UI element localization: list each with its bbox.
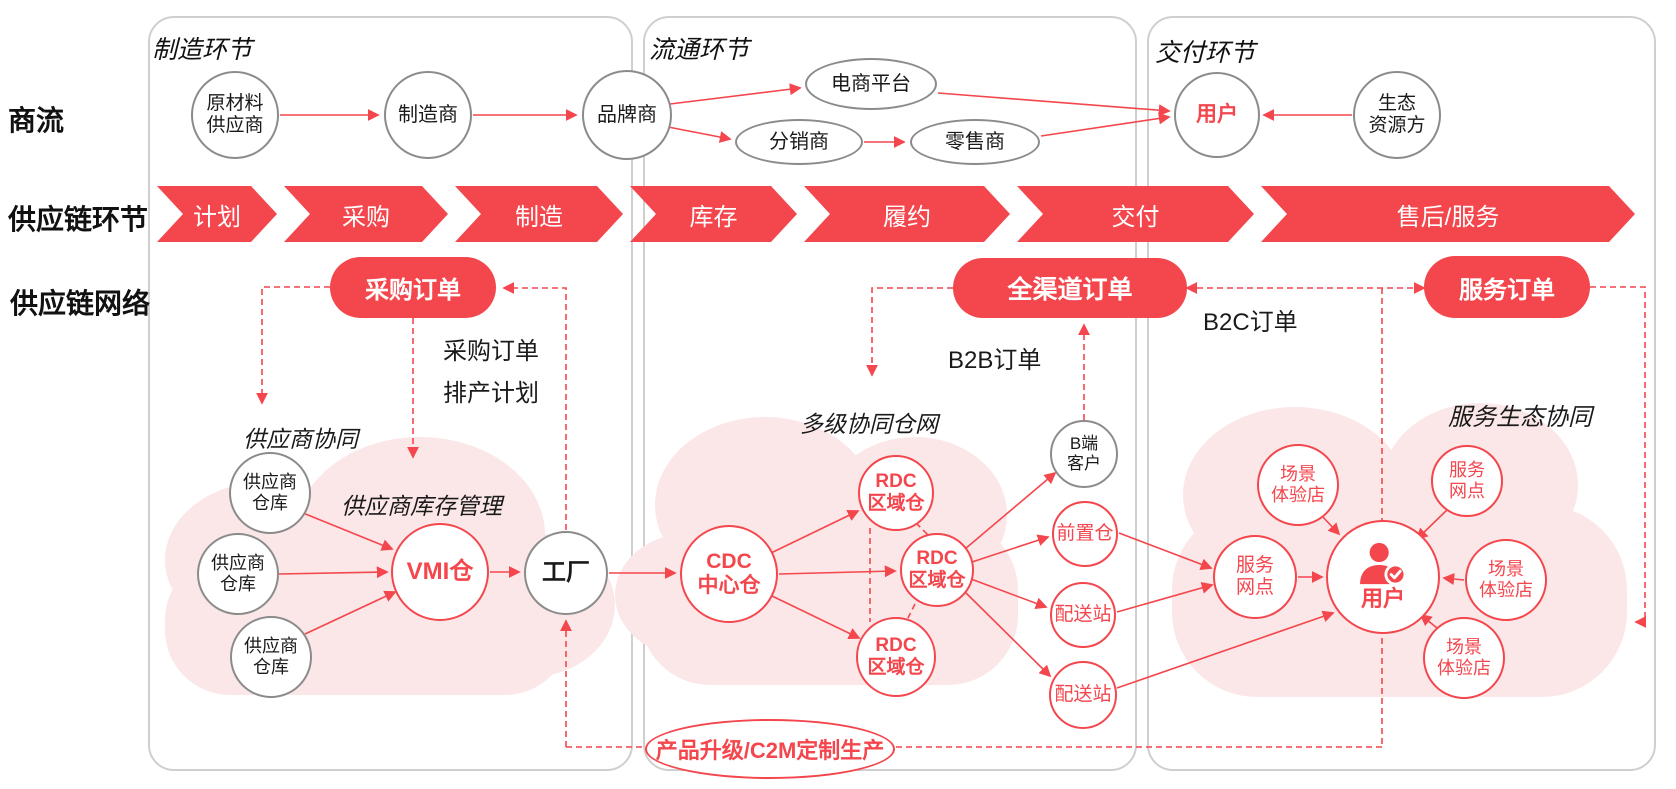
node-service-site-2: 服务 网点 [1213,535,1297,619]
pill-omni-channel-order: 全渠道订单 [953,258,1187,318]
pill-service-order: 服务订单 [1424,256,1590,318]
node-ecommerce-platform: 电商平台 [805,58,937,110]
node-user-network: 用户 [1326,520,1440,634]
annotation-b2b-order: B2B订单 [948,347,1042,374]
node-delivery-station-2: 配送站 [1049,661,1117,729]
node-eco-resource: 生态 资源方 [1353,71,1441,159]
node-retailer: 零售商 [910,119,1040,165]
stage-inventory: 库存 [689,203,738,231]
node-raw-material-supplier: 原材料 供应商 [191,71,279,159]
node-vmi-warehouse: VMI仓 [391,523,489,621]
node-factory: 工厂 [524,531,608,615]
stage-fulfillment: 履约 [883,203,931,231]
node-front-warehouse: 前置仓 [1052,501,1118,567]
user-check-icon [1360,543,1407,586]
node-rdc-regional-1: RDC 区域仓 [858,455,934,531]
node-cdc-central-warehouse: CDC 中心仓 [680,525,778,623]
node-rdc-regional-3: RDC 区域仓 [856,617,936,697]
annotation-warehouse-network: 多级协同仓网 [800,411,938,437]
annotation-supplier-collab: 供应商协同 [243,426,358,452]
annotation-supplier-inventory: 供应商库存管理 [341,493,502,519]
process-bar [157,186,1635,242]
panel-manufacturing [148,16,633,771]
stage-aftersales: 售后/服务 [1396,203,1500,231]
node-b-client: B端 客户 [1050,420,1118,488]
node-user-network-label: 用户 [1360,586,1405,612]
panel-delivery [1147,16,1656,771]
annotation-c2m-ellipse: 产品升级/C2M定制生产 [645,719,895,779]
node-supplier-warehouse-3: 供应商 仓库 [230,616,312,698]
node-supplier-warehouse-1: 供应商 仓库 [229,452,311,534]
annotation-service-eco: 服务生态协同 [1448,404,1592,431]
stage-procurement: 采购 [342,203,390,231]
node-experience-store-2: 场景 体验店 [1465,539,1547,621]
node-rdc-regional-2: RDC 区域仓 [900,533,974,607]
annotation-po-plan: 采购订单 排产计划 [443,338,539,407]
node-brand: 品牌商 [582,70,672,160]
stage-manufacture: 制造 [515,203,563,231]
panel-title-manufacturing: 制造环节 [152,36,253,64]
node-user-top: 用户 [1174,72,1260,158]
node-supplier-warehouse-2: 供应商 仓库 [197,533,279,615]
row-label-commerce: 商流 [8,105,65,136]
panel-title-delivery: 交付环节 [1155,39,1256,67]
solid-arrows [278,83,1465,689]
node-manufacturer: 制造商 [384,71,472,159]
pill-purchase-order: 采购订单 [330,257,496,318]
stage-delivery: 交付 [1111,203,1160,231]
node-experience-store-3: 场景 体验店 [1423,617,1505,699]
node-experience-store-1: 场景 体验店 [1257,444,1339,526]
row-label-chain: 供应链环节 [8,204,149,235]
node-distributor: 分销商 [735,119,863,165]
annotation-b2c-order: B2C订单 [1203,309,1298,336]
panel-circulation [643,16,1137,771]
stage-plan: 计划 [193,203,241,231]
node-service-site-1: 服务 网点 [1431,445,1503,517]
panel-title-circulation: 流通环节 [649,36,750,64]
node-delivery-station-1: 配送站 [1050,582,1116,648]
row-label-network: 供应链网络 [10,288,151,319]
